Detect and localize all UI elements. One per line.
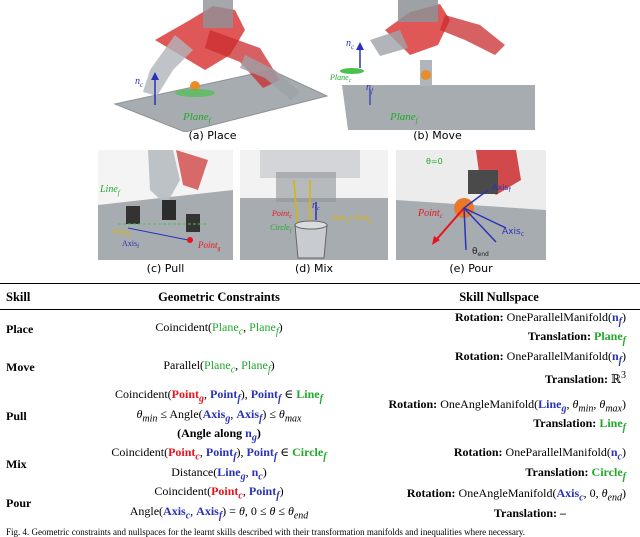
skill-nullspace: Rotation: OneAngleManifold(Axisc, 0, θen… xyxy=(406,486,626,520)
panel-mix: Pointc Circlef nc Lineg=Axisg (d) Mix xyxy=(240,150,388,278)
skill-nullspace: Rotation: OneParallelManifold(nc) Transl… xyxy=(453,445,626,483)
pour-point-label: Pointc xyxy=(417,208,444,220)
pour-axisf-label: Axisf xyxy=(492,183,512,194)
mix-point-label: Pointc xyxy=(271,209,292,220)
header-skill-nullspace: Skill Nullspace xyxy=(459,290,539,304)
place-n-label: nc xyxy=(135,76,144,89)
mix-line-label: Lineg=Axisg xyxy=(331,213,371,224)
geometric-constraint: Coincident(Pointc, Pointf), Pointf ∈ Cir… xyxy=(111,445,327,483)
caption-pour: (e) Pour xyxy=(449,262,493,275)
caption-pull: (c) Pull xyxy=(146,262,185,275)
panel-pour: Axisf θ=0 Pointc Axisc θend (e) Pour xyxy=(396,150,546,278)
pour-axisc-label: Axisc xyxy=(502,227,524,238)
panel-move: nc nf Planec Planef (b) Move xyxy=(330,0,545,150)
mix-circle-label: Circlef xyxy=(270,223,293,234)
skills-table-container: Skill Geometric Constraints Skill Nullsp… xyxy=(0,283,640,523)
move-planec-label: Planec xyxy=(330,73,352,84)
header-skill: Skill xyxy=(6,290,31,304)
skill-name: Mix xyxy=(6,457,27,472)
figure-caption-footnote: Fig. 4. Geometric constraints and nullsp… xyxy=(6,527,526,537)
pull-line-label: Linef xyxy=(99,184,121,197)
table-header-row: Skill Geometric Constraints Skill Nullsp… xyxy=(0,283,640,310)
geometric-constraint: Coincident(Pointg, Pointf), Pointf ∈ Lin… xyxy=(115,387,323,444)
geometric-constraint: Coincident(Pointc, Pointf) Angle(Axisc, … xyxy=(129,484,309,521)
skill-name: Pour xyxy=(6,496,32,511)
skills-table: Skill Geometric Constraints Skill Nullsp… xyxy=(0,283,640,523)
panel-pull: Linef Axisg Axisf Pointg (c) Pull xyxy=(98,150,233,278)
place-scene-image: nc Planef xyxy=(113,0,329,132)
pull-axisg-label: Axisg xyxy=(112,227,130,238)
caption-mix: (d) Mix xyxy=(294,262,334,275)
skill-name: Place xyxy=(6,321,34,336)
pull-axisf-label: Axisf xyxy=(122,239,139,250)
move-scene-image: nc nf Planec Planef xyxy=(330,0,535,130)
table-row: Place Coincident(Planec, Planef) Rotatio… xyxy=(0,310,640,349)
skill-nullspace: Rotation: OneParallelManifold(nf) Transl… xyxy=(454,348,626,387)
pour-thetaend-label: θend xyxy=(472,247,489,258)
pour-theta0-label: θ=0 xyxy=(426,157,443,166)
geometric-constraint: Parallel(Planec, Planef) xyxy=(163,358,275,376)
move-nf-label: nf xyxy=(366,82,374,95)
mix-n-label: nc xyxy=(312,200,320,212)
caption-move: (b) Move xyxy=(413,129,462,142)
table-row: Pull Coincident(Pointg, Pointf), Pointf … xyxy=(0,387,640,445)
panel-place: nc Planef (a) Place xyxy=(95,0,330,150)
mix-scene-image: Pointc Circlef nc Lineg=Axisg xyxy=(240,150,388,260)
header-geometric-constraints: Geometric Constraints xyxy=(158,290,280,304)
skill-nullspace: Rotation: OneAngleManifold(Lineg, θmin, … xyxy=(388,396,626,434)
table-row: Move Parallel(Planec, Planef) Rotation: … xyxy=(0,349,640,387)
pull-point-label: Pointg xyxy=(197,240,221,252)
pull-scene-image: Linef Axisg Axisf Pointg xyxy=(98,150,233,260)
pour-scene-image: Axisf θ=0 Pointc Axisc θend xyxy=(396,150,546,260)
geometric-constraint: Coincident(Planec, Planef) xyxy=(155,319,283,338)
skill-nullspace: Rotation: OneParallelManifold(nf) Transl… xyxy=(454,310,626,347)
place-plane-label: Planef xyxy=(182,111,212,125)
move-nc-label: nc xyxy=(346,38,355,51)
skill-name: Move xyxy=(6,360,35,375)
table-row: Pour Coincident(Pointc, Pointf) Angle(Ax… xyxy=(0,484,640,523)
caption-place: (a) Place xyxy=(188,129,237,142)
table-row: Mix Coincident(Pointc, Pointf), Pointf ∈… xyxy=(0,445,640,484)
move-planef-label: Planef xyxy=(389,111,419,125)
skill-name: Pull xyxy=(6,408,27,423)
